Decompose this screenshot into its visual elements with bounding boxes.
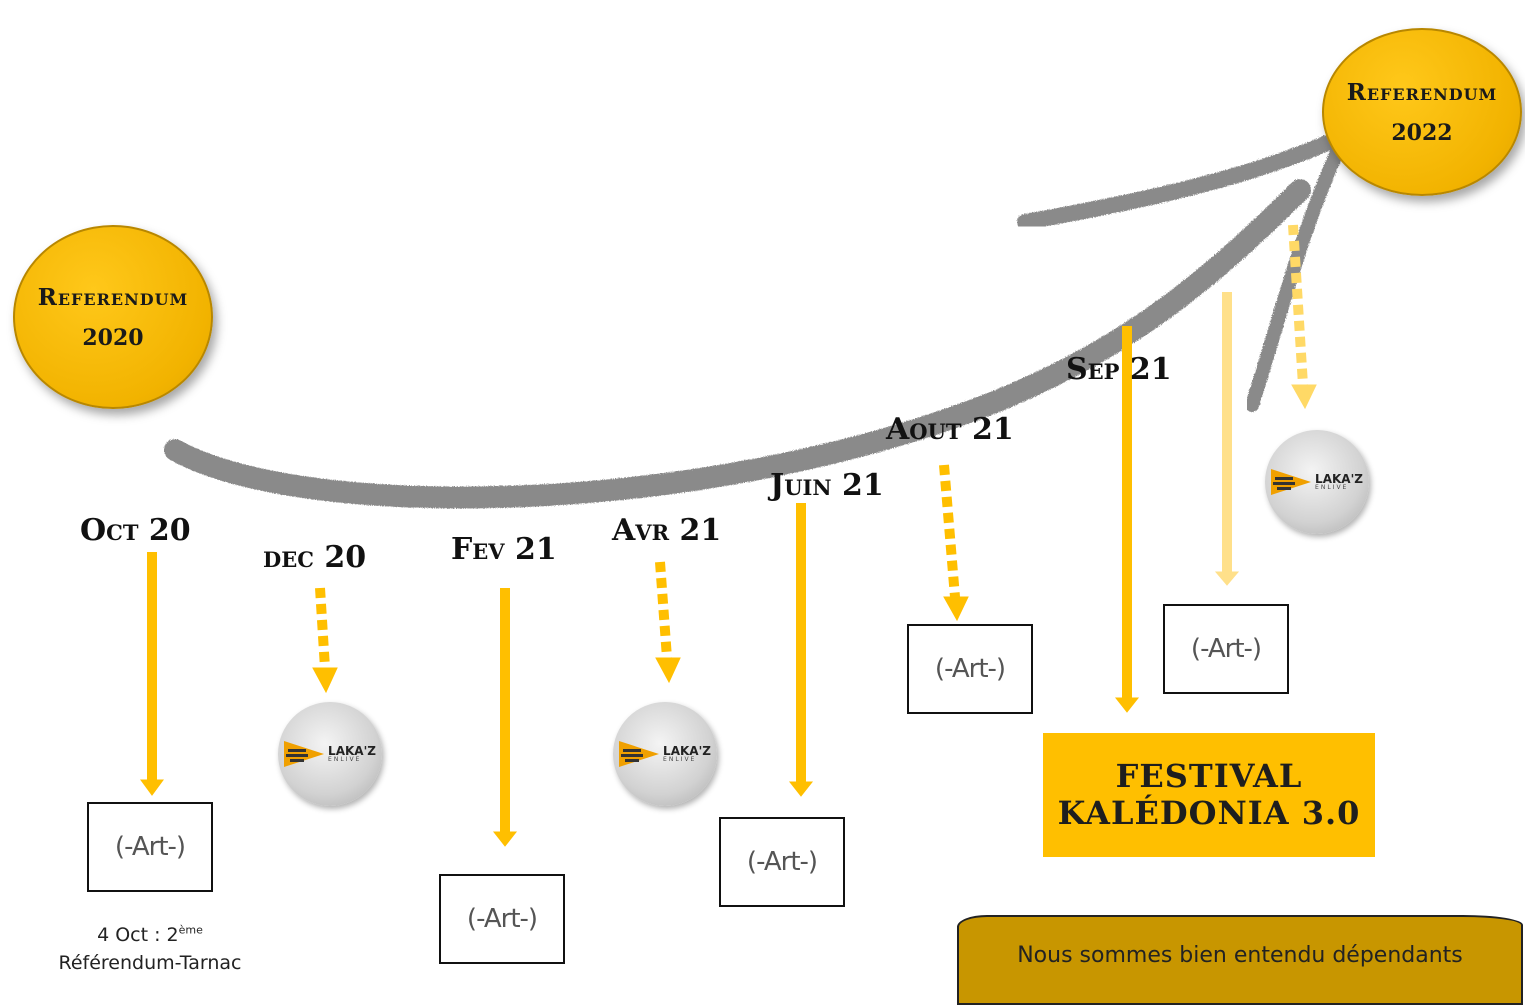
arrow-dec20 (312, 587, 338, 694)
art-box-oct20: (-Art-) (87, 802, 213, 892)
oct-caption: 4 Oct : 2ème Référendum-Tarnac (40, 922, 260, 977)
referendum-2020-year: 2020 (82, 324, 144, 351)
timeline-arc (164, 179, 1311, 509)
month-dec20: dec 20 (263, 540, 367, 575)
timeline-arrowhead-upper (1017, 127, 1353, 230)
arrow-aout21 (939, 464, 969, 622)
month-avr21: Avr 21 (612, 513, 722, 548)
month-oct20: Oct 20 (80, 513, 191, 548)
art-box-late21: (-Art-) (1163, 604, 1289, 694)
lakaz-logo-icon (619, 741, 660, 767)
art-box-fev21: (-Art-) (439, 874, 565, 964)
referendum-2022-circle: Referendum 2022 (1322, 28, 1522, 196)
arrow-faded-dotted (1288, 224, 1317, 410)
referendum-2022-year: 2022 (1391, 119, 1453, 146)
festival-box: FESTIVAL KALÉDONIA 3.0 (1043, 733, 1375, 857)
month-sep21: Sep 21 (1066, 352, 1172, 387)
referendum-2022-title: Referendum (1346, 78, 1498, 106)
art-box-juin21: (-Art-) (719, 817, 845, 907)
note-banner: Nous sommes bien entendu dépendants (957, 915, 1523, 1005)
month-juin21: Juin 21 (770, 468, 884, 503)
festival-line1: FESTIVAL (1115, 757, 1303, 796)
arrow-avr21 (655, 561, 681, 684)
caption-line1: 4 Oct : 2ème (97, 923, 203, 946)
month-aout21: Aout 21 (886, 412, 1014, 447)
caption-line2: Référendum-Tarnac (58, 951, 242, 974)
festival-line2: KALÉDONIA 3.0 (1057, 794, 1361, 832)
arrow-oct20 (140, 552, 164, 796)
arrow-fev21 (492, 588, 518, 847)
arrow-faded-solid (1214, 292, 1240, 586)
arrow-sep21 (1114, 326, 1140, 713)
note-text: Nous sommes bien entendu dépendants (1017, 943, 1463, 968)
month-fev21: Fev 21 (451, 532, 557, 567)
lakaz-logo-icon (1271, 469, 1312, 495)
referendum-2020-circle: Referendum 2020 (13, 225, 213, 409)
art-box-aout21: (-Art-) (907, 624, 1033, 714)
lakaz-logo-icon (284, 741, 325, 767)
timeline-arrowhead-lower (1245, 128, 1352, 412)
referendum-2020-title: Referendum (37, 283, 189, 311)
arrow-juin21 (788, 503, 814, 797)
